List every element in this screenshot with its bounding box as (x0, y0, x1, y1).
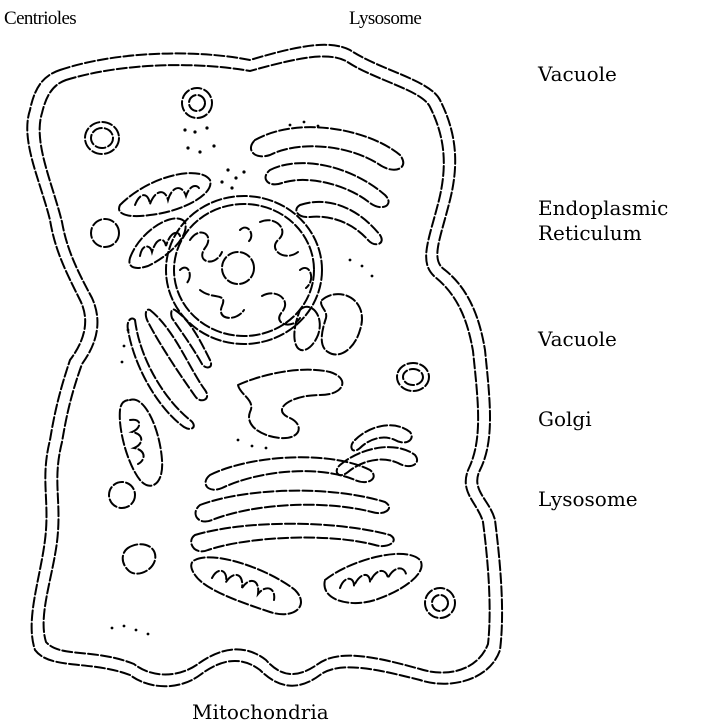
ribosome-dots (0, 0, 711, 727)
